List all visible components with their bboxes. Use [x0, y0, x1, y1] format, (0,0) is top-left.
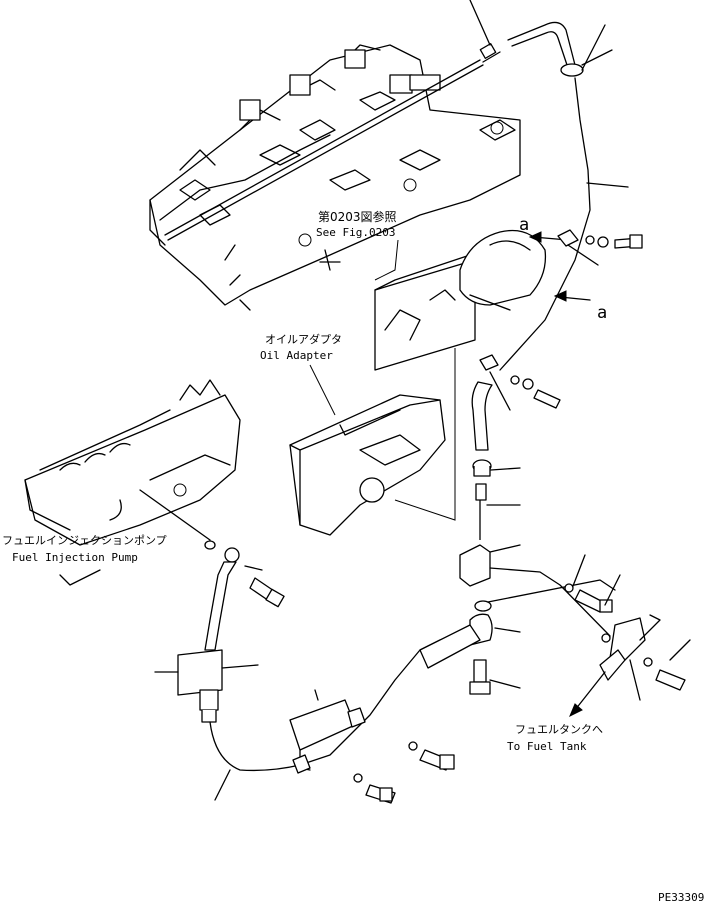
fuel-injection-pump: [24, 379, 241, 586]
oil-adapter-leader: [309, 364, 336, 416]
fuel-pump-label-en: Fuel Injection Pump: [12, 551, 138, 564]
clip-bolt-upper: [557, 229, 643, 266]
callout-a-upper: a: [519, 215, 529, 235]
fuel-tank-label-en: To Fuel Tank: [507, 740, 587, 753]
fuel-tank-arrow: [569, 671, 606, 718]
fuel-pump-label-jp: フュエルインジェクションポンプ: [2, 534, 167, 547]
filter-housing: [374, 229, 547, 371]
see-fig-leader: [374, 239, 399, 281]
fitting-stack: [459, 459, 616, 695]
see-fig-label-en: See Fig.0203: [316, 226, 395, 239]
see-fig-label-jp: 第0203図参照: [318, 209, 397, 224]
oil-adapter-bracket-line: [394, 348, 456, 521]
lower-bracket: [289, 689, 455, 804]
oil-adapter: [289, 394, 446, 536]
tank-hose: [419, 624, 481, 669]
oil-adapter-label-en: Oil Adapter: [260, 349, 333, 362]
bolts-right: [564, 554, 691, 701]
pump-return-pipe: [154, 540, 471, 801]
oil-adapter-label-jp: オイルアダプタ: [265, 332, 342, 346]
overflow-pipe: [469, 0, 629, 371]
engine-block: [149, 43, 521, 311]
clip-bolt-middle: [471, 354, 561, 451]
drawing-code: PE33309: [658, 891, 704, 902]
fuel-tank-label-jp: フュエルタンクへ: [515, 723, 603, 736]
callout-a-lower: a: [597, 303, 607, 323]
